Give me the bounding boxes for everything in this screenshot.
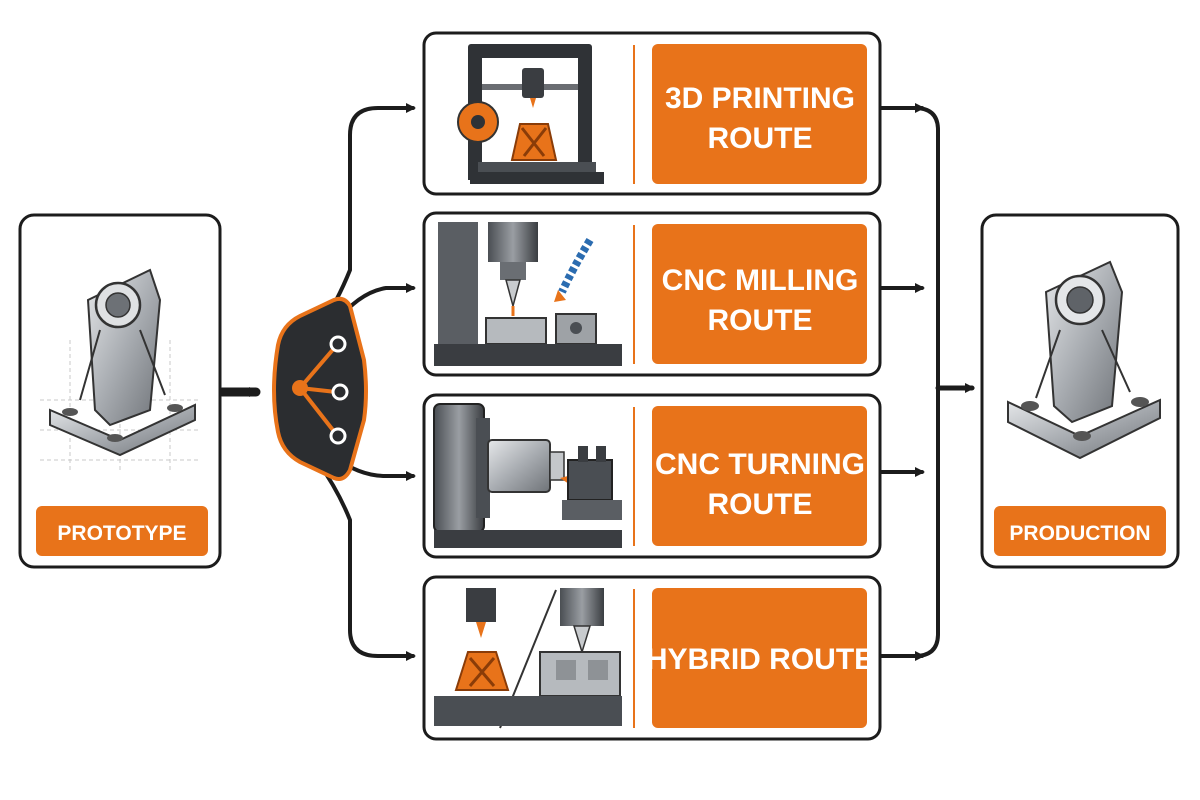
prototype-label-box (36, 506, 208, 556)
route-3d-printing-title: 3D PRINTING (665, 82, 855, 115)
3d-printer-icon (457, 44, 604, 184)
lathe-icon (433, 403, 622, 548)
milling-machine-icon (434, 222, 622, 366)
bracket-metal-icon (1007, 260, 1161, 460)
route-hybrid-title: HYBRID ROUTE (646, 643, 874, 676)
route-card-hybrid: HYBRID ROUTE (422, 575, 882, 741)
bracket-sketch-icon (40, 268, 200, 470)
route-card-cnc-turning: CNC TURNING ROUTE (422, 393, 882, 559)
decision-node (272, 296, 368, 481)
production-label-box (994, 506, 1166, 556)
route-cnc-turning-subtitle: ROUTE (708, 488, 813, 521)
branch-3d-printing (316, 103, 416, 334)
hybrid-machine-icon (434, 588, 622, 729)
production-card: PRODUCTION (980, 213, 1180, 569)
route-cnc-turning-title: CNC TURNING (655, 448, 865, 481)
prototype-label: PROTOTYPE (57, 522, 186, 545)
branch-node-icon (292, 335, 349, 445)
branch-hybrid (316, 460, 416, 661)
route-cnc-milling-title: CNC MILLING (662, 264, 859, 297)
route-card-cnc-milling: CNC MILLING ROUTE (422, 211, 882, 377)
collector-line (913, 106, 940, 658)
route-3d-printing-subtitle: ROUTE (708, 122, 813, 155)
production-label: PRODUCTION (1009, 522, 1150, 545)
route-card-3d-printing: 3D PRINTING ROUTE (422, 31, 882, 196)
route-cnc-milling-subtitle: ROUTE (708, 304, 813, 337)
prototype-card: PROTOTYPE (18, 213, 222, 569)
